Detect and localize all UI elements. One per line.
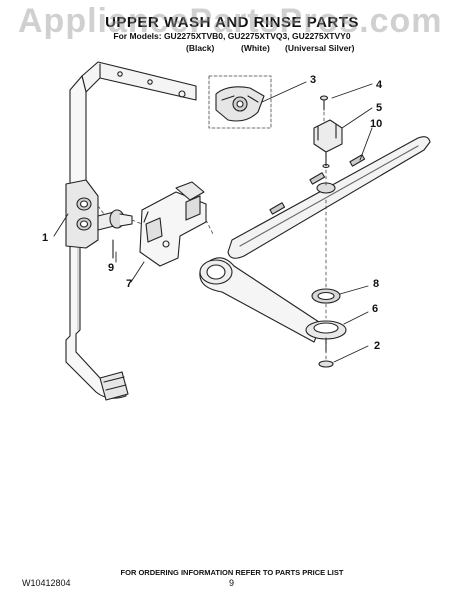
document-number: W10412804	[22, 578, 71, 588]
watermark: AppliancePartsPros.com	[18, 2, 443, 40]
callout-5: 5	[376, 102, 383, 114]
part-8-seal-ring	[311, 288, 341, 304]
callout-4: 4	[376, 79, 383, 91]
part-9-valve	[97, 209, 133, 259]
part-7-bracket	[139, 181, 207, 267]
ordering-note: FOR ORDERING INFORMATION REFER TO PARTS …	[120, 568, 344, 577]
callout-6: 6	[372, 303, 379, 315]
color-universal-silver: (Universal Silver)	[285, 43, 355, 53]
callout-9: 9	[108, 262, 115, 274]
callout-8: 8	[373, 278, 380, 290]
diagram-title: UPPER WASH AND RINSE PARTS	[105, 14, 359, 31]
color-white: (White)	[241, 43, 270, 53]
color-black: (Black)	[186, 43, 215, 53]
page-number: 9	[229, 578, 235, 588]
part-3-deflector	[215, 86, 265, 122]
part-6-feed-tube	[199, 257, 347, 353]
part-5-hub	[313, 119, 343, 169]
callout-1: 1	[42, 232, 49, 244]
part-4-screw	[319, 95, 329, 111]
callout-2: 2	[374, 340, 381, 352]
callout-7: 7	[126, 278, 133, 290]
model-list: For Models: GU2275XTVB0, GU2275XTVQ3, GU…	[113, 31, 351, 41]
callout-10: 10	[370, 118, 383, 130]
callout-3: 3	[310, 74, 317, 86]
part-2-washer	[318, 360, 334, 368]
part-1-supply-tube	[65, 61, 197, 401]
part-10-spray-arm	[227, 136, 431, 259]
